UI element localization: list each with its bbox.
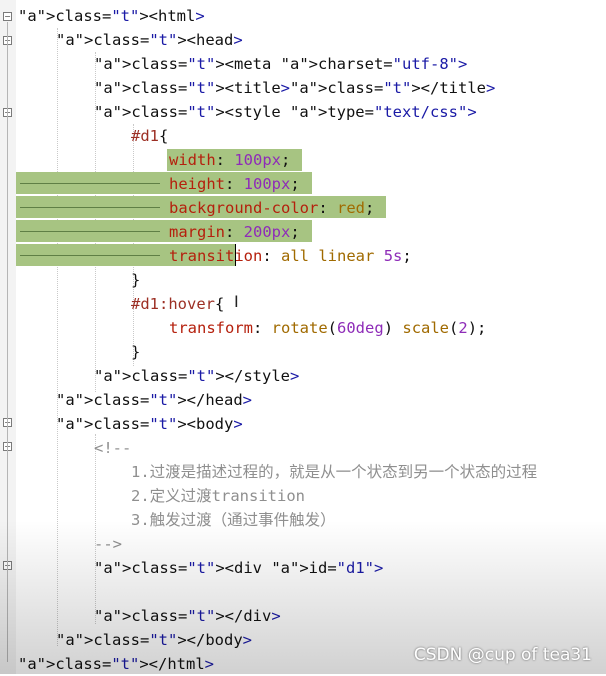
code-line[interactable]: 1.过渡是描述过程的，就是从一个状态到另一个状态的过程	[131, 463, 538, 481]
fold-toggle-html[interactable]: −	[3, 12, 12, 21]
code-line[interactable]: }	[131, 343, 141, 361]
code-line[interactable]: #d1{	[131, 127, 169, 145]
selection-highlight	[16, 172, 312, 194]
code-line[interactable]: <!--	[94, 439, 132, 457]
code-line[interactable]: "a">class="t"></head>	[56, 391, 252, 409]
code-line[interactable]: width: 100px;	[169, 151, 291, 169]
code-line[interactable]: 2.定义过渡transition	[131, 487, 305, 505]
selection-highlight	[167, 149, 302, 171]
code-line[interactable]: "a">class="t"><meta "a">charset="utf-8">	[94, 55, 468, 73]
code-line[interactable]: "a">class="t"><head>	[56, 31, 243, 49]
code-line[interactable]: 3.触发过渡（通过事件触发）	[131, 511, 336, 529]
whitespace-marker	[20, 183, 160, 184]
fold-gutter	[0, 0, 16, 674]
selection-highlight	[16, 220, 312, 242]
code-line[interactable]: }	[131, 271, 141, 289]
code-line[interactable]: "a">class="t"><html>	[18, 7, 205, 25]
code-line[interactable]: transform: rotate(60deg) scale(2);	[169, 319, 487, 337]
code-line[interactable]: "a">class="t"><title>"a">class="t"></tit…	[94, 79, 496, 97]
code-line[interactable]: "a">class="t"></html>	[18, 655, 214, 673]
whitespace-marker	[20, 255, 160, 256]
code-line[interactable]: "a">class="t"><body>	[56, 415, 243, 433]
ibeam-cursor-icon: I	[234, 292, 239, 311]
code-line[interactable]: "a">class="t"></style>	[94, 367, 300, 385]
code-line[interactable]: #d1:hover{	[131, 295, 225, 313]
code-line[interactable]: "a">class="t"></div>	[94, 607, 281, 625]
code-line[interactable]: -->	[94, 535, 122, 553]
indent-guide	[95, 434, 97, 624]
indent-guide	[57, 28, 59, 646]
code-line[interactable]: "a">class="t"><div "a">id="d1">	[94, 559, 384, 577]
code-line[interactable]: "a">class="t"><style "a">type="text/css"…	[94, 103, 477, 121]
text-cursor	[235, 244, 236, 266]
watermark: CSDN @cup of tea31	[413, 645, 592, 665]
fold-line	[7, 22, 8, 662]
whitespace-marker	[20, 207, 160, 208]
code-line[interactable]: "a">class="t"></body>	[56, 631, 252, 649]
whitespace-marker	[20, 231, 160, 232]
code-line[interactable]: transition: all linear 5s;	[169, 247, 412, 265]
code-line[interactable]: margin: 200px;	[169, 223, 300, 241]
selection-highlight	[16, 196, 386, 218]
code-line[interactable]: height: 100px;	[169, 175, 300, 193]
code-line[interactable]: background-color: red;	[169, 199, 375, 217]
